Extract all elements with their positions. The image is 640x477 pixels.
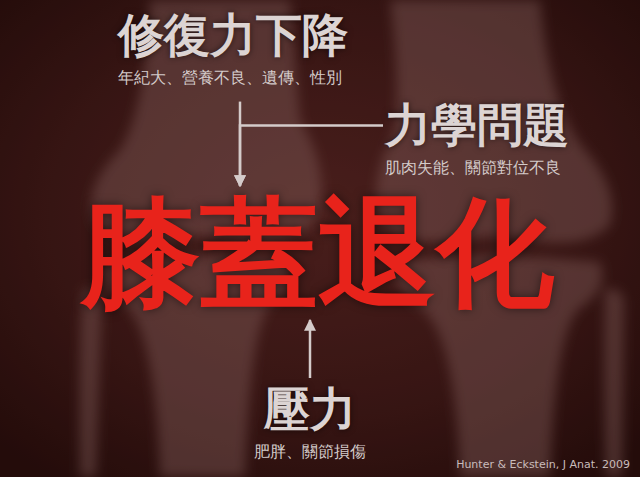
node-detail: 肌肉失能、關節對位不良	[385, 157, 569, 179]
node-detail: 年紀大、營養不良、遺傳、性別	[118, 67, 348, 89]
node-heading: 膝蓋退化	[82, 194, 554, 312]
node-heading: 壓力	[254, 382, 366, 437]
cause-group: 壓力肥胖、關節損傷	[252, 378, 368, 466]
cause-arrow	[309, 320, 312, 378]
node-detail: 肥胖、關節損傷	[254, 441, 366, 463]
cause-arrow	[240, 126, 383, 186]
node-heading: 力學問題	[385, 98, 569, 153]
outcome-title: 膝蓋退化	[80, 186, 556, 320]
node-heading: 修復力下降	[118, 8, 348, 63]
cause-group: 修復力下降年紀大、營養不良、遺傳、性別	[116, 6, 350, 102]
citation: Hunter & Eckstein, J Anat. 2009	[456, 458, 630, 471]
cause-arrow	[239, 102, 242, 186]
cause-group: 力學問題肌肉失能、關節對位不良	[383, 96, 571, 184]
